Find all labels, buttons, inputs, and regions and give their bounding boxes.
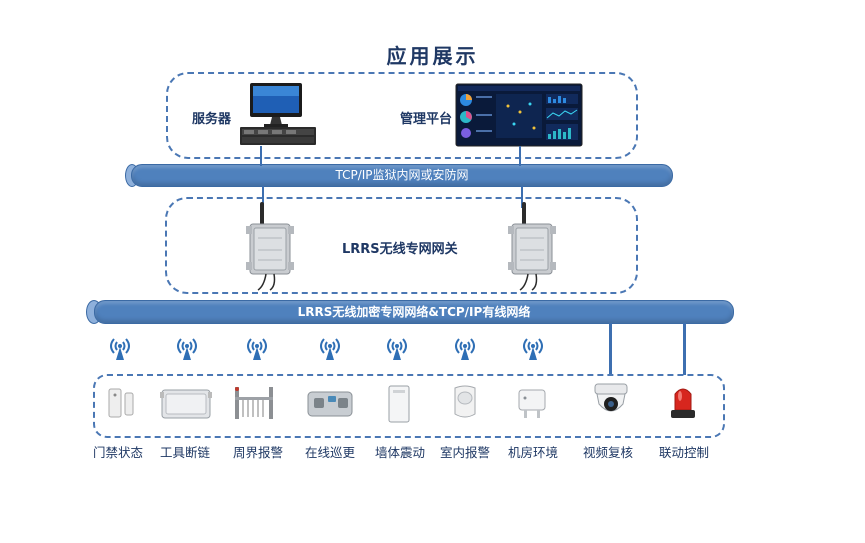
env-sensor-icon (515, 386, 549, 420)
server-platform-box (166, 72, 638, 159)
dashboard-screen-icon (455, 83, 583, 147)
door-sensor-icon (105, 385, 139, 421)
devices-box (93, 374, 725, 438)
wireless-signal-icon (320, 338, 340, 360)
device-label-0: 门禁状态 (92, 445, 143, 460)
device-label-1: 工具断链 (159, 445, 210, 460)
alarm-light-icon (668, 384, 698, 422)
server-icon (238, 83, 318, 147)
top-network-label: TCP/IP监狱内网或安防网 (335, 168, 469, 182)
wireless-signal-icon (523, 338, 543, 360)
alarm-wired-line (683, 323, 686, 375)
device-label-2: 周界报警 (232, 445, 283, 460)
patrol-device-icon (306, 390, 354, 418)
bottom-network-label: LRRS无线加密专网网络&TCP/IP有线网络 (297, 305, 531, 319)
gateway-left-icon (244, 202, 296, 292)
vibration-sensor-icon (387, 384, 411, 424)
fence-icon (231, 385, 277, 421)
gateway-left-connector (262, 186, 264, 208)
server-connector-line (260, 146, 262, 166)
top-network-pipe: TCP/IP监狱内网或安防网 (131, 164, 673, 187)
gateway-box (165, 197, 638, 294)
page-title: 应用展示 (386, 44, 479, 68)
wireless-signal-icon (177, 338, 197, 360)
pir-sensor-icon (451, 384, 479, 422)
device-label-8: 联动控制 (658, 445, 709, 460)
wireless-signal-icon (247, 338, 267, 360)
gateway-right-icon (506, 202, 558, 292)
camera-wired-line (609, 323, 612, 375)
gateway-label: LRRS无线专网网关 (342, 242, 458, 257)
tool-box-icon (160, 386, 212, 420)
gateway-right-connector (521, 186, 523, 208)
server-label: 服务器 (192, 112, 232, 127)
wireless-signal-icon (387, 338, 407, 360)
dome-camera-icon (591, 382, 631, 420)
platform-connector-line (519, 146, 521, 166)
wireless-signal-icon (455, 338, 475, 360)
device-label-4: 墙体震动 (374, 445, 425, 460)
platform-label: 管理平台 (400, 112, 453, 127)
device-label-7: 视频复核 (582, 445, 633, 460)
device-label-6: 机房环境 (507, 445, 558, 460)
wireless-signal-icon (110, 338, 130, 360)
bottom-network-pipe: LRRS无线加密专网网络&TCP/IP有线网络 (94, 300, 734, 324)
device-label-5: 室内报警 (439, 445, 490, 460)
device-label-3: 在线巡更 (304, 445, 355, 460)
